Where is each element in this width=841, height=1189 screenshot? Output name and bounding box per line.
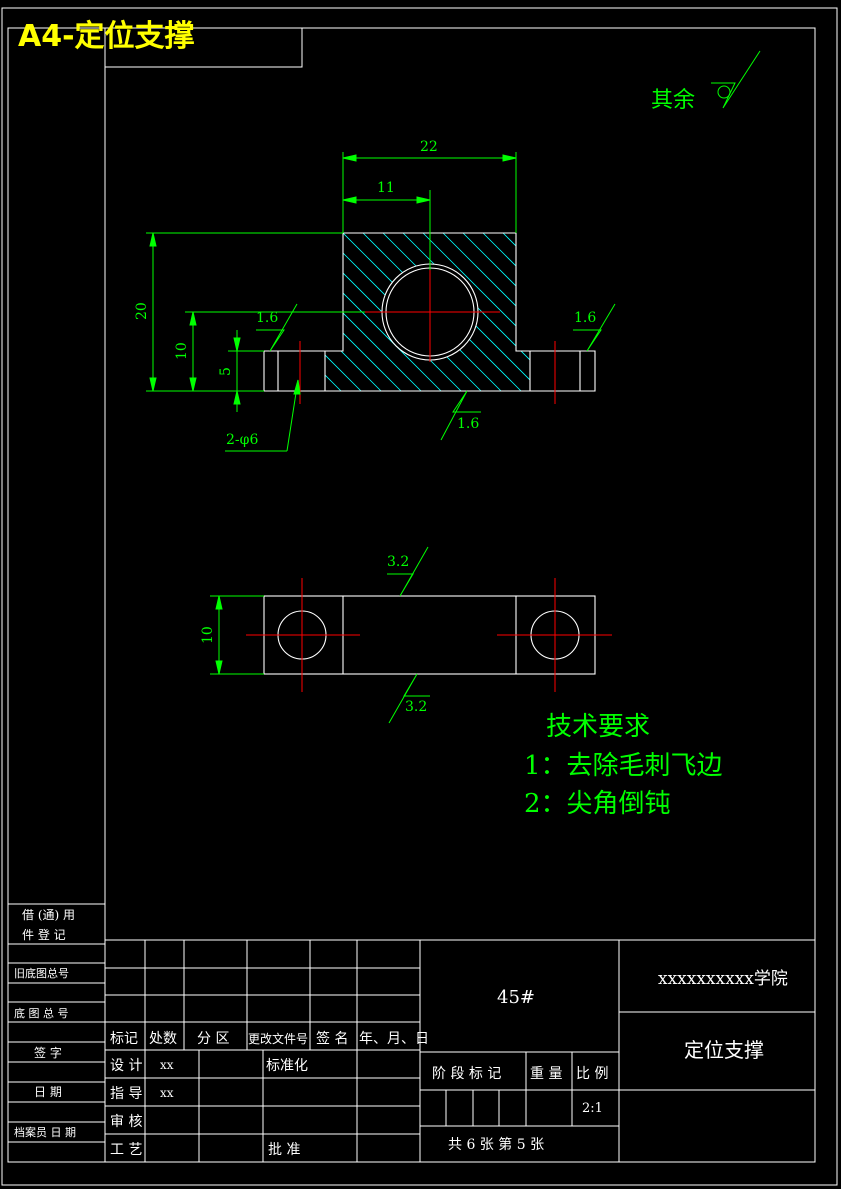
hole-callout: 2-φ6	[226, 432, 258, 448]
dim-height-20: 20	[134, 302, 150, 320]
top-centerlines	[246, 578, 612, 692]
tb-row-label-design: 设 计	[110, 1058, 142, 1074]
top-dimension-texts: 10 3.2 3.2	[200, 554, 427, 715]
title-banner: A4-定位支撑	[18, 19, 195, 54]
title-block: 标记 处数 分 区 更改文件号 签 名 年、月、日 设 计 指 导 审 核 工 …	[105, 939, 815, 1162]
side-table-cell: 旧底图总号	[14, 966, 69, 980]
side-table-cell: 档案员 日 期	[14, 1125, 76, 1139]
tech-requirements-title: 技术要求	[546, 712, 650, 742]
side-table-cell: 签 字	[34, 1045, 62, 1060]
roughness-note: 其余	[651, 50, 761, 113]
tb-standardization: 标准化	[266, 1058, 308, 1074]
dim-width-22: 22	[420, 139, 438, 155]
tb-scale-label: 比 例	[576, 1066, 608, 1082]
tb-row-label-review: 审 核	[110, 1114, 142, 1130]
dim-half-11: 11	[377, 180, 395, 196]
tech-requirements: 技术要求 1：去除毛刺飞边 2：尖角倒钝	[524, 712, 723, 819]
tb-row-label-process: 工 艺	[110, 1142, 142, 1158]
tb-header: 签 名	[316, 1030, 348, 1047]
roughness-bottom-top-value: 3.2	[405, 699, 427, 715]
front-dimensions	[146, 152, 616, 452]
roughness-symbol-icon	[711, 50, 761, 109]
side-table-cell: 底 图 总 号	[14, 1006, 69, 1020]
roughness-bottom-value: 1.6	[457, 416, 479, 432]
side-table-cell: 借 (通) 用	[22, 908, 75, 922]
tb-scale-value: 2:1	[582, 1101, 603, 1116]
tb-advisor-value: xx	[160, 1086, 174, 1100]
tech-requirement-item: 2：尖角倒钝	[524, 789, 671, 819]
banner-title: 定位支撑	[75, 19, 195, 54]
side-table-cell: 件 登 记	[22, 927, 66, 942]
side-table: 借 (通) 用 件 登 记 旧底图总号 底 图 总 号 签 字 日 期 档案员 …	[8, 903, 105, 1143]
tb-approval: 批 准	[268, 1142, 300, 1158]
tb-row-label-advisor: 指 导	[110, 1086, 142, 1102]
front-dimension-texts: 22 11 20 10 5 2-φ6 1.6 1.6 1.6	[134, 139, 596, 448]
roughness-note-label: 其余	[651, 88, 695, 113]
tb-weight: 重 量	[530, 1066, 562, 1082]
tb-designer-value: xx	[160, 1058, 174, 1072]
tb-header: 更改文件号	[248, 1031, 308, 1046]
roughness-right-value: 1.6	[574, 310, 596, 326]
svg-text:A4-定位支撑: A4-定位支撑	[18, 19, 195, 54]
tb-header: 处数	[149, 1031, 177, 1047]
dim-base-height-5: 5	[218, 367, 234, 376]
front-centerlines	[299, 270, 556, 404]
side-table-cell: 日 期	[34, 1085, 62, 1099]
top-view: 10 3.2 3.2	[200, 546, 612, 724]
tb-header: 标记	[110, 1031, 138, 1047]
tb-sheet-info: 共 6 张 第 5 张	[448, 1136, 544, 1153]
roughness-left-value: 1.6	[256, 310, 278, 326]
front-view: 22 11 20 10 5 2-φ6 1.6 1.6 1.6	[134, 139, 616, 452]
sheet-border	[1, 7, 838, 1186]
tb-school: xxxxxxxxxx学院	[658, 969, 788, 989]
dim-center-height-10: 10	[174, 342, 190, 360]
banner-prefix: A4-	[18, 19, 75, 54]
tb-header: 分 区	[197, 1031, 229, 1047]
tb-part-name: 定位支撑	[684, 1038, 764, 1062]
tb-header: 年、月、日	[359, 1031, 429, 1047]
top-dimensions	[210, 546, 430, 724]
top-dim-height-10: 10	[200, 626, 216, 644]
tech-requirement-item: 1：去除毛刺飞边	[524, 751, 723, 781]
roughness-top-value: 3.2	[387, 554, 409, 570]
tb-material: 45#	[497, 987, 535, 1008]
tb-stage-mark: 阶 段 标 记	[432, 1066, 501, 1082]
